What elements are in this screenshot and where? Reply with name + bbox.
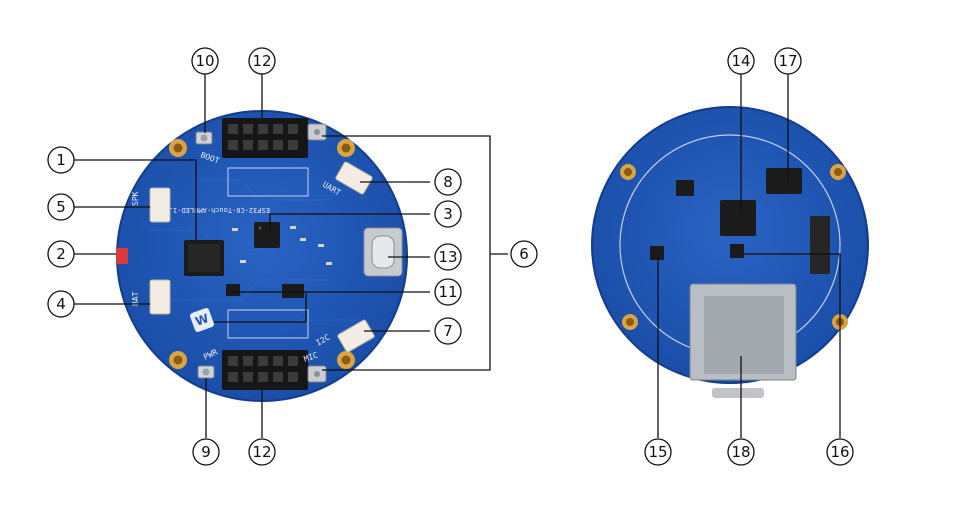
bat-connector [149, 279, 171, 315]
callout-3: 3 [434, 200, 462, 228]
callout-2: 2 [47, 240, 75, 268]
callout-7: 7 [434, 317, 462, 345]
esp32-chip [184, 240, 224, 276]
svg-text:12: 12 [252, 443, 271, 461]
back-board [591, 106, 869, 398]
red-led [116, 248, 128, 264]
silk-spk: SPK [131, 191, 140, 206]
sd-card-slot [689, 283, 797, 381]
svg-text:8: 8 [443, 173, 453, 191]
callout-10: 10 [191, 47, 219, 75]
callouts-back: 14 17 15 18 16 [644, 47, 854, 466]
callout-8: 8 [434, 168, 462, 196]
small-chip [226, 284, 240, 296]
svg-text:12: 12 [252, 52, 271, 70]
pwr-button [197, 365, 215, 379]
callout-12-bottom: 12 [248, 438, 276, 466]
back-chip-17 [766, 168, 802, 194]
silk-board-name: ESP32-C6-Touch-AMOLED-1.43 [160, 206, 270, 214]
svg-text:9: 9 [201, 443, 211, 461]
svg-text:3: 3 [443, 205, 453, 223]
uart-connector [335, 161, 373, 195]
back-chip-15 [650, 246, 664, 260]
qmi-chip [254, 222, 280, 248]
svg-text:16: 16 [830, 443, 849, 461]
callout-9: 9 [192, 438, 220, 466]
waveshare-logo: W [190, 308, 214, 332]
svg-text:6: 6 [519, 245, 529, 263]
svg-text:7: 7 [443, 322, 453, 340]
spk-connector [149, 187, 171, 223]
callout-17: 17 [774, 47, 802, 75]
callout-1: 1 [47, 146, 75, 174]
callout-12-top: 12 [248, 47, 276, 75]
svg-text:13: 13 [438, 248, 457, 266]
callouts-front: 10 12 1 5 2 4 8 3 13 11 7 6 9 12 [47, 47, 538, 466]
svg-text:10: 10 [195, 52, 214, 70]
callout-4: 4 [47, 290, 75, 318]
callout-18: 18 [727, 438, 755, 466]
svg-text:5: 5 [56, 198, 66, 216]
svg-text:15: 15 [648, 443, 667, 461]
mic-bottom [307, 365, 327, 383]
svg-text:2: 2 [56, 245, 66, 263]
callout-14: 14 [727, 47, 755, 75]
back-chip-16 [730, 244, 744, 258]
regulator-chip [282, 284, 304, 298]
back-chip-14 [720, 200, 756, 236]
svg-text:14: 14 [731, 52, 750, 70]
svg-text:11: 11 [438, 283, 457, 301]
svg-text:W: W [193, 311, 210, 329]
mic-top [307, 123, 327, 141]
callout-13: 13 [434, 243, 462, 271]
callout-5: 5 [47, 193, 75, 221]
silk-bat: BAT [131, 291, 140, 306]
front-board: BOOT PWR MIC UART I2C [116, 110, 408, 402]
svg-text:17: 17 [778, 52, 797, 70]
pin-header-top [222, 118, 308, 158]
callout-15: 15 [644, 438, 672, 466]
mounting-holes [169, 139, 355, 369]
leader-lines [74, 74, 841, 438]
usb-c-port [363, 227, 403, 277]
fpc-connector [810, 216, 830, 274]
i2c-connector [337, 319, 375, 353]
svg-text:1: 1 [56, 151, 66, 169]
callout-6: 6 [510, 240, 538, 268]
pin-header-bottom [222, 350, 308, 390]
svg-text:4: 4 [56, 295, 66, 313]
svg-text:18: 18 [731, 443, 750, 461]
boot-button [195, 131, 213, 145]
callout-16: 16 [826, 438, 854, 466]
callout-11: 11 [434, 278, 462, 306]
